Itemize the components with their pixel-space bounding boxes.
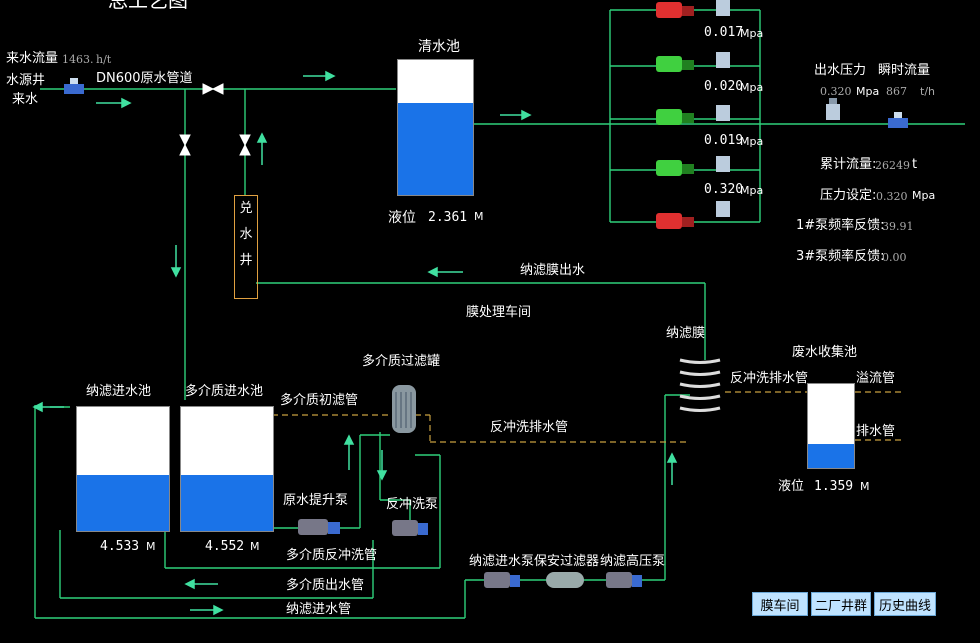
waste-tank <box>807 383 855 469</box>
multi-backwash-pipe-label: 多介质反冲洗管 <box>286 548 378 563</box>
drain-label: 排水管 <box>856 424 896 439</box>
clear-level-unit: M <box>474 210 484 223</box>
clear-level-label: 液位 <box>388 210 416 226</box>
raw-pipe-label: DN600原水管道 <box>96 71 193 86</box>
membrane-label: 纳滤膜 <box>666 326 706 341</box>
waste-tank-title: 废水收集池 <box>792 345 858 360</box>
setpoint-label: 压力设定: <box>820 188 877 203</box>
total-flow-unit: t <box>912 157 918 172</box>
outlet-flow-label: 瞬时流量 <box>878 63 931 78</box>
pump3-freq-value: 0.00 <box>882 251 907 264</box>
backwash-drain-label: 反冲洗排水管 <box>490 420 569 435</box>
pump2-unit: Mpa <box>740 81 764 94</box>
waste-level-unit: M <box>860 480 870 493</box>
pump4-pressure: 0.320 <box>704 182 744 197</box>
nano-feed-pump-label: 纳滤进水泵 <box>469 554 535 569</box>
clear-level-value: 2.361 <box>428 210 468 225</box>
nano-inlet-pipe-label: 纳滤进水管 <box>286 602 352 617</box>
raw-pump-label: 原水提升泵 <box>283 493 349 508</box>
blending-well: 兑 水 井 <box>234 195 258 299</box>
membrane-coil-icon <box>679 358 721 412</box>
pump1-pressure: 0.017 <box>704 25 744 40</box>
pump1-freq-value: 39.91 <box>882 220 914 233</box>
waste-tank-level-fill <box>808 444 854 468</box>
clear-tank-level-fill <box>398 103 473 195</box>
pump1-freq-label: 1#泵频率反馈: <box>796 218 885 233</box>
page-title: 总工艺图 <box>108 0 188 12</box>
cartridge-filter-label: 保安过滤器 <box>534 554 600 569</box>
multi-media-tank <box>180 406 274 532</box>
inlet-valve-icon <box>202 83 215 95</box>
multi-tank-title: 多介质进水池 <box>185 384 264 399</box>
membrane-backwash-label: 反冲洗排水管 <box>730 371 809 386</box>
hp-pump-label: 纳滤高压泵 <box>600 554 666 569</box>
pump3-unit: Mpa <box>740 135 764 148</box>
well-char-3: 井 <box>239 253 253 268</box>
waste-level-label: 液位 <box>778 479 805 494</box>
backwash-pump-label: 反冲洗泵 <box>386 497 439 512</box>
clear-water-tank <box>397 59 474 196</box>
nano-feed-tank <box>76 406 170 532</box>
multi-level-unit: M <box>250 540 260 553</box>
multi-level-value: 4.552 <box>205 539 245 554</box>
source-label-1: 水源井 <box>6 73 46 88</box>
outlet-pressure-value: 0.320 <box>820 85 852 98</box>
total-flow-value: 26249 <box>875 159 910 172</box>
workshop-label: 膜处理车间 <box>466 305 532 320</box>
nano-tank-title: 纳滤进水池 <box>86 384 152 399</box>
nano-tank-level-fill <box>77 475 169 531</box>
outlet-pressure-unit: Mpa <box>856 85 880 98</box>
pump4-unit: Mpa <box>740 184 764 197</box>
inflow-unit: h/t <box>96 53 112 66</box>
waste-level-value: 1.359 <box>814 479 854 494</box>
inflow-value: 1463. <box>62 53 94 66</box>
multi-outflow-pipe-label: 多介质出水管 <box>286 578 365 593</box>
plant2-wells-button[interactable]: 二厂井群 <box>811 592 871 616</box>
nano-level-value: 4.533 <box>100 539 140 554</box>
membrane-outflow-label: 纳滤膜出水 <box>520 263 586 278</box>
clear-tank-title: 清水池 <box>418 39 460 55</box>
source-label-2: 来水 <box>12 92 39 107</box>
filter-tank-icon <box>392 385 416 433</box>
total-flow-label: 累计流量: <box>820 157 877 172</box>
pump1-unit: Mpa <box>740 27 764 40</box>
outlet-flow-value: 867 <box>886 85 907 98</box>
nano-level-unit: M <box>146 540 156 553</box>
history-curve-button[interactable]: 历史曲线 <box>874 592 936 616</box>
setpoint-unit: Mpa <box>912 189 936 202</box>
pump2-pressure: 0.020 <box>704 79 744 94</box>
filter-title: 多介质过滤罐 <box>362 354 441 369</box>
pump3-pressure: 0.019 <box>704 133 744 148</box>
membrane-workshop-button[interactable]: 膜车间 <box>752 592 808 616</box>
prefilter-label: 多介质初滤管 <box>280 393 359 408</box>
overflow-label: 溢流管 <box>856 371 896 386</box>
setpoint-value: 0.320 <box>876 190 908 203</box>
outlet-pressure-label: 出水压力 <box>814 63 867 78</box>
pump3-freq-label: 3#泵频率反馈: <box>796 249 885 264</box>
outlet-flow-unit: t/h <box>920 85 935 98</box>
well-char-1: 兑 <box>239 201 253 216</box>
inflow-label: 来水流量 <box>6 51 59 66</box>
multi-tank-level-fill <box>181 475 273 531</box>
well-char-2: 水 <box>239 227 253 242</box>
